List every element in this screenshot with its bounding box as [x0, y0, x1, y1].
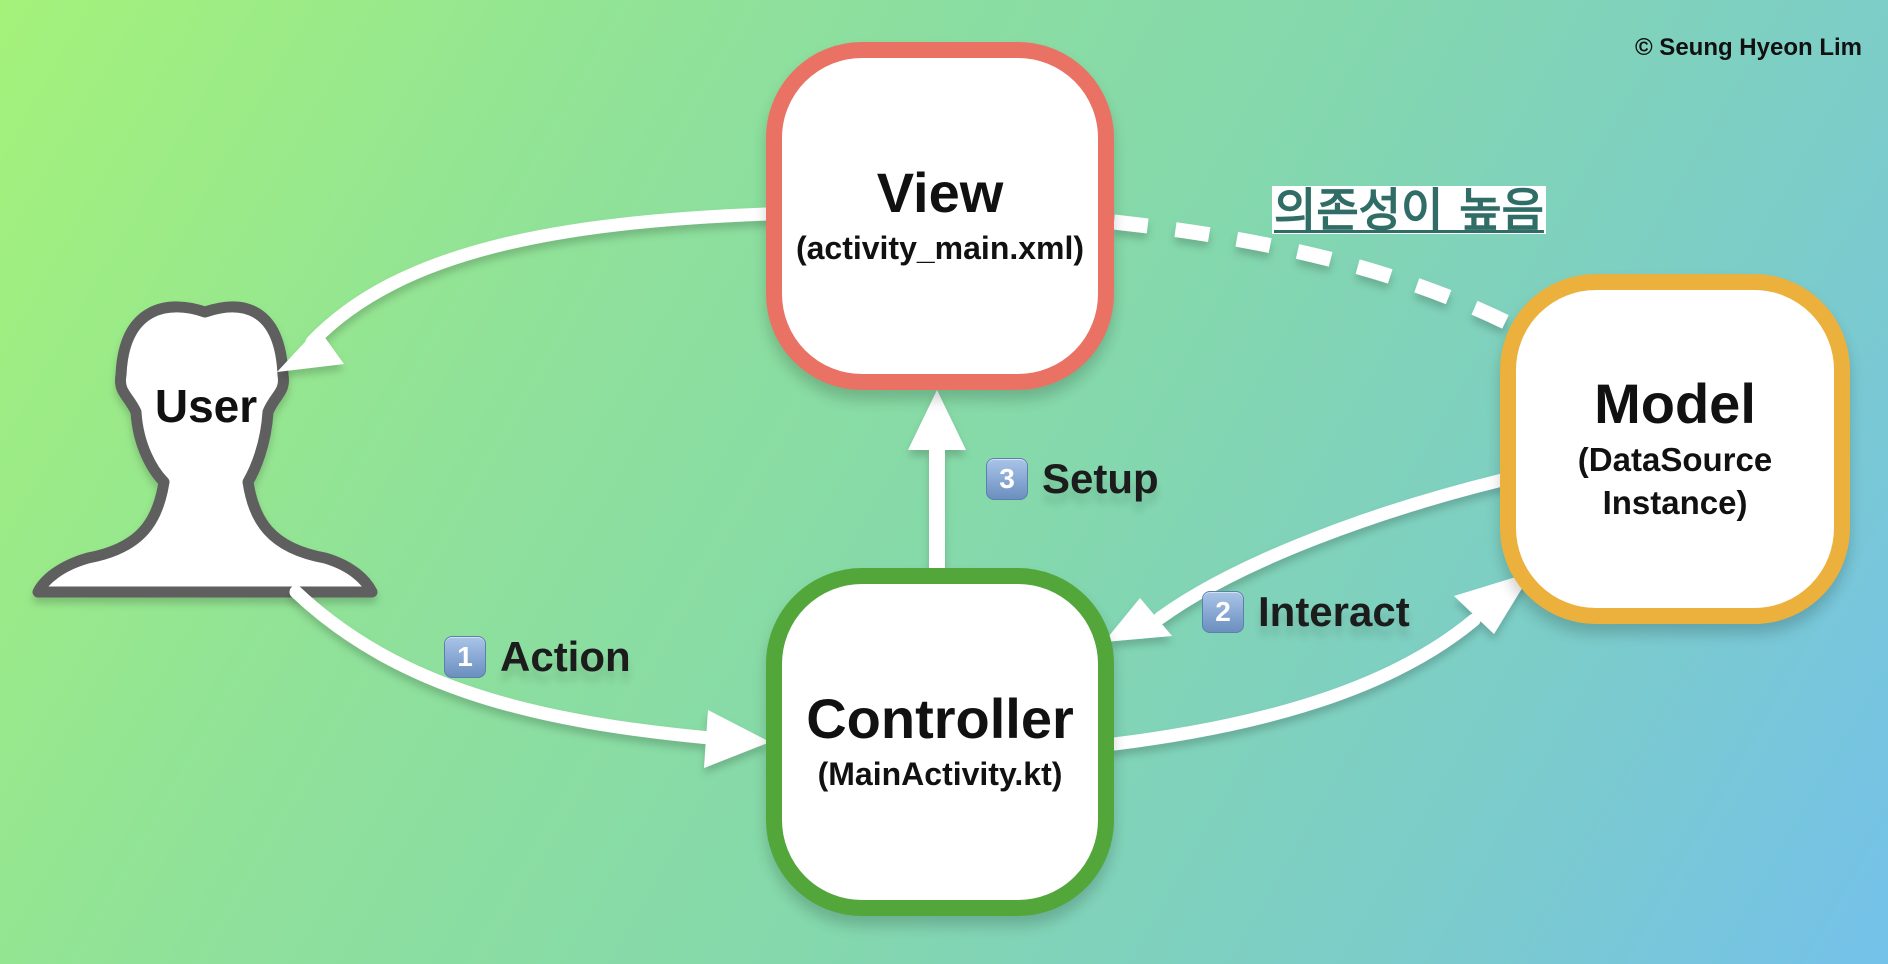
dependency-note: 의존성이 높음: [1272, 183, 1546, 237]
interact-step-label: 2 Interact: [1202, 588, 1410, 636]
view-node: View (activity_main.xml): [766, 42, 1114, 390]
user-silhouette-icon: [32, 301, 378, 598]
controller-subtitle: (MainActivity.kt): [817, 756, 1063, 792]
model-to-controller-arrow: [1104, 473, 1509, 642]
view-title: View: [876, 161, 1004, 225]
step-2-badge-icon: 2: [1202, 591, 1244, 633]
view-subtitle: (activity_main.xml): [795, 230, 1085, 266]
user-to-controller-arrow: [289, 585, 770, 768]
step-3-badge-icon: 3: [986, 458, 1028, 500]
setup-label: Setup: [1042, 455, 1159, 502]
interact-label: Interact: [1258, 588, 1410, 635]
model-title: Model: [1594, 372, 1756, 436]
model-subtitle: (DataSource Instance): [1577, 440, 1773, 521]
controller-to-view-arrow: [908, 390, 966, 568]
user-label: User: [154, 380, 258, 432]
controller-node: Controller (MainActivity.kt): [766, 568, 1114, 916]
view-model-dependency-line: [1113, 214, 1518, 333]
step-1-badge-icon: 1: [444, 636, 486, 678]
copyright-text: © Seung Hyeon Lim: [1634, 34, 1862, 61]
controller-title: Controller: [806, 687, 1074, 751]
action-step-label: 1 Action: [444, 633, 631, 681]
setup-step-label: 3 Setup: [986, 455, 1159, 503]
controller-to-model-arrow: [1107, 572, 1532, 751]
view-to-user-arrow: [277, 207, 773, 372]
model-node: Model (DataSource Instance): [1500, 274, 1850, 624]
action-label: Action: [500, 633, 631, 680]
